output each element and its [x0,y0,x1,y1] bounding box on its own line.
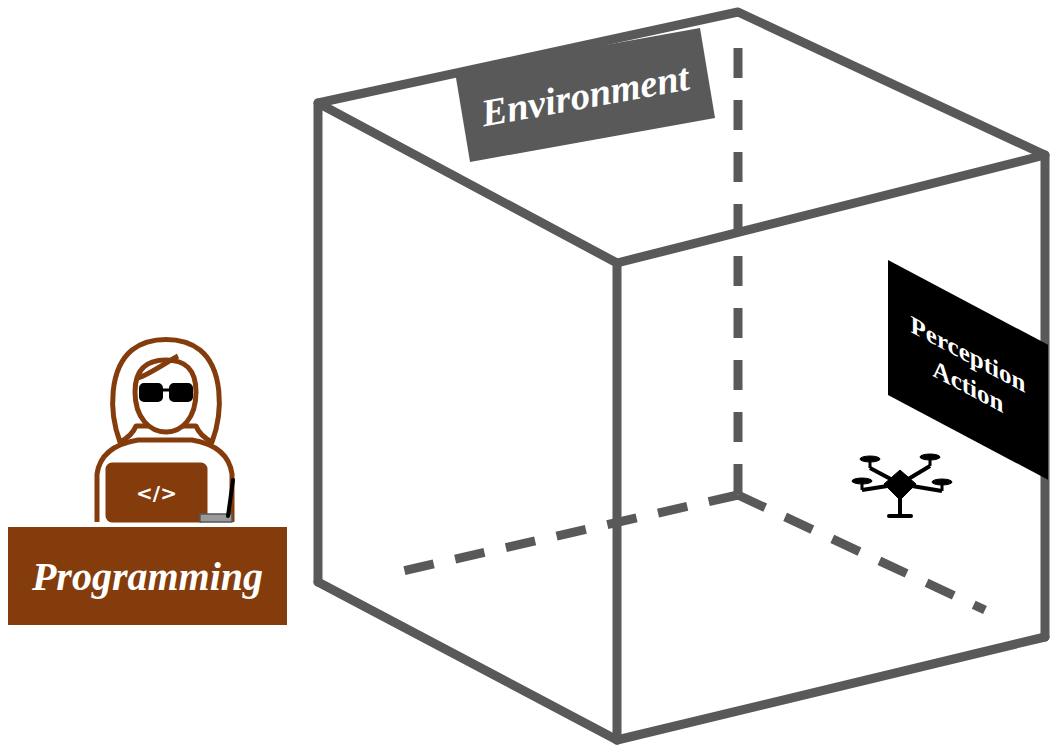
environment-cube [318,12,1045,740]
hidden-edge [734,48,743,495]
person-face [135,360,196,432]
hidden-edge [398,495,738,572]
perception-action-label: Perception Action [888,260,1048,480]
drone-icon [852,454,952,516]
code-symbol: </> [108,465,205,520]
drone-body [884,470,916,500]
node-text: Environment [478,54,692,135]
laptop [108,465,205,520]
drone-skid [889,514,911,518]
rotor [852,478,872,484]
person-hair [113,340,220,443]
programmer-icon [97,340,233,523]
cube-edge [613,263,622,740]
environment-label: Environment [455,28,715,162]
cube-edge [314,103,323,582]
cube-edge [318,582,617,740]
cube-top-face [318,12,1045,263]
rotor [920,454,940,460]
glasses-lens [170,384,192,401]
glasses-bridge [162,389,170,392]
node-text: Programming [32,553,263,600]
node-text: Perception Action [902,303,1034,437]
rotor [860,456,880,462]
glasses-lens [140,384,162,401]
cube-edge [617,637,1045,740]
drone-leg [898,498,902,516]
rotor [932,479,952,485]
hidden-edge [738,495,985,610]
person-fringe [138,356,178,378]
programming-box: Programming [8,527,287,625]
person-body [97,440,232,522]
dongle-antenna [228,480,233,516]
